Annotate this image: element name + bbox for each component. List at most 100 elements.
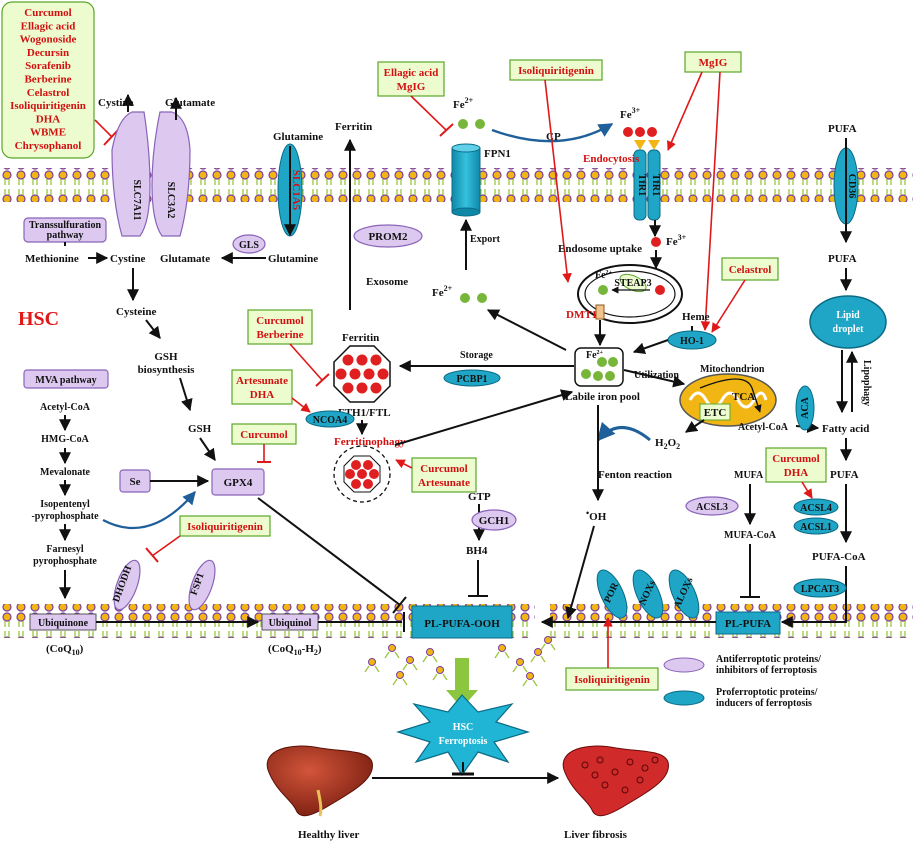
- mufa-coa-label: MUFA-CoA: [724, 530, 777, 541]
- slc3a2-label: SLC3A2: [165, 182, 176, 219]
- iron-core-dot: [351, 460, 361, 470]
- utilization-label: Utilization: [634, 370, 679, 381]
- lipid-droplet-line1: Lipid: [836, 310, 860, 321]
- fe3-ion: [623, 127, 633, 137]
- oh-to-lipid-arrow: [565, 525, 595, 620]
- fe2-ion: [477, 293, 487, 303]
- lipid-fragment-tail: [494, 651, 510, 659]
- ferroptosis-arrow: [446, 658, 478, 708]
- liver-fibrosis-label: Liver fibrosis: [564, 829, 628, 841]
- etc-label: ETC: [704, 407, 727, 419]
- slc7a11-label: SLC7A11: [131, 179, 142, 220]
- celastrol-box: Celastrol: [721, 257, 779, 281]
- fibrosis-nodule: [596, 756, 604, 764]
- fibrosis-nodule: [636, 776, 644, 784]
- lipid-fragment-tail: [522, 679, 538, 687]
- glutamate-inner-label: Glutamate: [160, 253, 210, 265]
- fe2-ion: [598, 285, 608, 295]
- gpx4-inhibition-line: [257, 497, 401, 606]
- lipid-fragment: [516, 658, 524, 666]
- fpn1-drug-2: MgIG: [397, 81, 426, 93]
- iron-core-dot: [363, 460, 373, 470]
- slc7a11-drug-item: Curcumol: [24, 7, 71, 19]
- pl-pufa-ooh-box: PL-PUFA-OOH: [411, 605, 513, 639]
- iron-core-dot: [342, 382, 354, 394]
- hsc-ferroptosis-line1: HSC: [453, 722, 474, 733]
- cysteine-label: Cysteine: [116, 306, 156, 318]
- ferritinophagy-drug-1: Curcumol: [420, 463, 467, 475]
- mva-to-gpx4-curve: [102, 490, 196, 529]
- pl-pufa-label: PL-PUFA: [725, 618, 771, 630]
- fibrosis-nodule: [591, 771, 599, 779]
- hsc-label: HSC: [18, 308, 59, 330]
- pufa-mid-label: PUFA: [830, 469, 859, 481]
- legend: Antiferroptotic proteins/ inhibitors of …: [663, 654, 821, 709]
- slc7a11-inhibition-line: [94, 119, 113, 138]
- utilization-arrow: [623, 369, 686, 388]
- gsh-biosynthesis-line2: biosynthesis: [138, 364, 196, 376]
- gsh-to-gpx4-arrow: [199, 437, 216, 461]
- iron-core-dot: [377, 368, 389, 380]
- lipid-fragment: [406, 656, 414, 664]
- dmt1-channel: DMT1: [566, 304, 605, 321]
- fe2-ion: [581, 369, 591, 379]
- mva-farnesyl-pp: pyrophosphate: [33, 556, 97, 567]
- fpn1-label: FPN1: [484, 148, 511, 160]
- export-label: Export: [470, 234, 501, 245]
- cystine-inner-label: Cystine: [110, 253, 146, 265]
- ncoa4-label: NCOA4: [313, 415, 347, 426]
- por-isoliquiritigenin-box: Isoliquiritigenin: [565, 667, 659, 691]
- fe2-top-label: Fe2+: [453, 96, 474, 111]
- legend-anti-swatch: [663, 657, 705, 673]
- cd36-label: CD36: [846, 174, 857, 198]
- fpn1-drug-1: Ellagic acid: [384, 67, 439, 79]
- se-box: Se: [119, 469, 151, 493]
- slc7a11-inhibition-bar: [103, 129, 119, 146]
- curcumol-dha-box: Curcumol DHA: [765, 447, 827, 483]
- lipid-droplet: Lipid droplet: [809, 295, 887, 349]
- dhodh-drug-bar: [145, 547, 159, 563]
- gsh-biosynthesis-line1: GSH: [154, 351, 178, 363]
- lip-fe2-label: Fe2+: [586, 350, 604, 361]
- tca-label: TCA: [732, 391, 755, 403]
- glutamate-top-label: Glutamate: [165, 97, 215, 109]
- fibrosis-nodule: [581, 761, 589, 769]
- ferritin-drug-2: Berberine: [256, 329, 303, 341]
- iron-core-dot: [342, 354, 354, 366]
- ncoa4-drug-2: DHA: [250, 389, 275, 401]
- lipid-fragment-tail: [432, 673, 448, 681]
- lip-to-fe2-arrow: [486, 309, 567, 351]
- healthy-liver-label: Healthy liver: [298, 829, 360, 841]
- prom2-label: PROM2: [368, 231, 408, 243]
- slc7a11-drug-item: Wogonoside: [20, 34, 77, 46]
- dmt1-drug-label: Isoliquiritigenin: [518, 65, 594, 77]
- labile-iron-pool-box: Fe2+: [574, 347, 624, 387]
- curcumol-berberine-box: Curcumol Berberine: [247, 309, 313, 345]
- pcbp1-label: PCBP1: [456, 374, 487, 385]
- acsl4-drug-arrow: [801, 481, 813, 499]
- transsulfuration-pathway-box: Transsulfuration pathway: [23, 217, 107, 243]
- fpn1-drug-line: [410, 95, 447, 131]
- ho1-to-lip-arrow: [632, 339, 669, 355]
- fe3-ion: [635, 127, 645, 137]
- mgig-ho1-arrow: [700, 71, 721, 331]
- mitochondrion-label: Mitochondrion: [700, 364, 765, 375]
- ferritinophagy-label: Ferritinophagy: [334, 436, 406, 448]
- coq10-label: (CoQ10): [46, 643, 84, 657]
- lpcat3-label: LPCAT3: [801, 584, 839, 595]
- acsl3-enzyme: ACSL3: [685, 496, 739, 516]
- gpx4-box: GPX4: [211, 468, 265, 496]
- lipid-fragment: [396, 671, 404, 679]
- gpx4-curcumol-box: Curcumol: [231, 423, 297, 445]
- iron-core-dot: [351, 479, 361, 489]
- lipid-fragment: [368, 658, 376, 666]
- fe2-ion: [597, 357, 607, 367]
- heme-label: Heme: [682, 311, 710, 323]
- fe3-ion: [647, 127, 657, 137]
- gsh-label: GSH: [188, 423, 212, 435]
- bh4-label: BH4: [466, 545, 488, 557]
- fibrosis-nodule: [641, 764, 649, 772]
- gpx4-inhibition-bar: [392, 596, 407, 614]
- tfr1-label-b: TfR1: [650, 174, 661, 196]
